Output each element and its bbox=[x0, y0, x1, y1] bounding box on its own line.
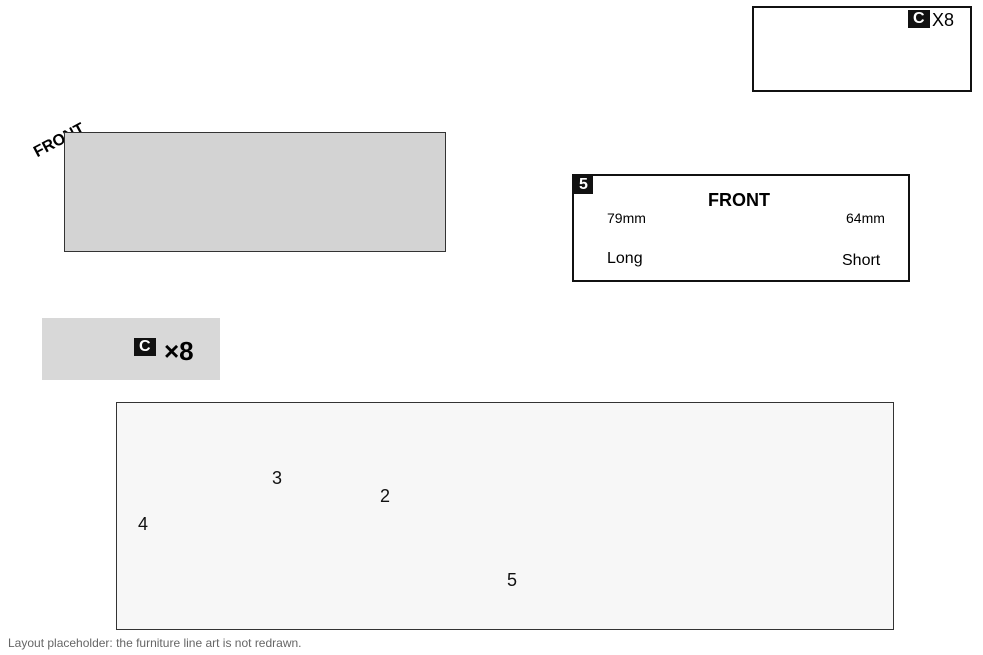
lower-panel-label-side: 2 bbox=[380, 486, 391, 506]
detail-front: FRONT bbox=[708, 190, 770, 210]
detail-left-mm: 79mm bbox=[607, 210, 646, 226]
lower-hardware-callout: C ×8 bbox=[42, 318, 220, 380]
lower-panel-label-top: 3 bbox=[272, 468, 283, 488]
detail-long: Long bbox=[607, 250, 643, 267]
hardware-tag: C bbox=[908, 10, 930, 28]
hardware-box: C X8 bbox=[752, 6, 972, 92]
detail-right-mm: 64mm bbox=[846, 210, 885, 226]
hardware-count: X8 bbox=[932, 10, 955, 30]
lower-hardware-tag: C bbox=[134, 338, 156, 356]
detail-short: Short bbox=[842, 252, 881, 269]
fidelity-note: Layout placeholder: the furniture line a… bbox=[8, 636, 302, 650]
front-detail-box: 5 FRONT 79mm 64mm Long Short bbox=[572, 174, 910, 282]
lower-panel-label-base: 5 bbox=[507, 570, 518, 590]
detail-step: 5 bbox=[574, 176, 593, 194]
lower-hardware-count: ×8 bbox=[164, 336, 194, 366]
lower-panel-label-door: 4 bbox=[138, 514, 149, 534]
upper-assembly-placeholder bbox=[64, 132, 446, 252]
lower-assembly-placeholder bbox=[116, 402, 894, 630]
